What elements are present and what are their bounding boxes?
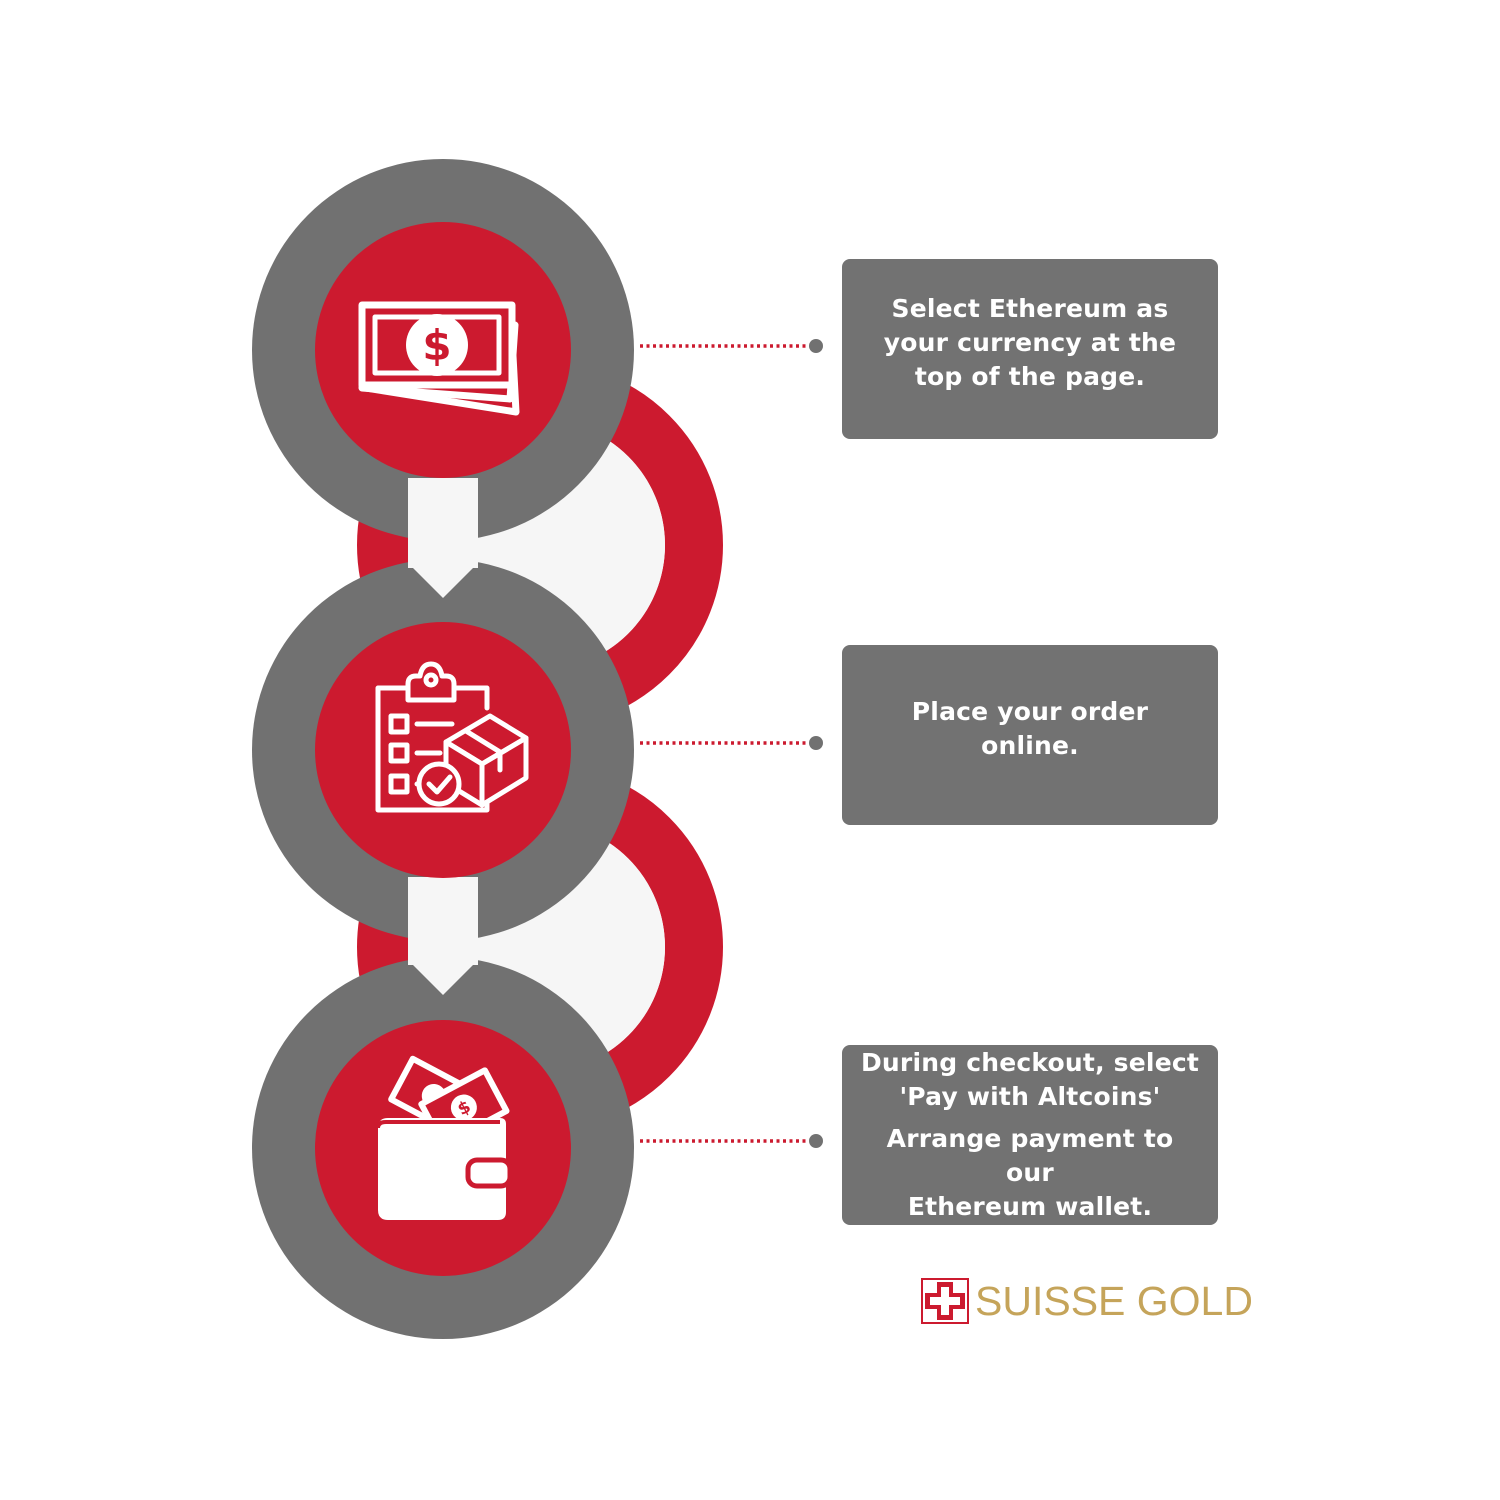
step-text-1: Select Ethereum as your currency at the … [884, 292, 1176, 394]
step-3-line-1: During checkout, select [860, 1048, 1200, 1077]
connector-dot-1 [809, 339, 823, 353]
step-2-line-1: Place your order [911, 697, 1149, 726]
step-box-1: Select Ethereum as your currency at the … [842, 259, 1218, 439]
swiss-cross-icon [921, 1278, 969, 1324]
step-box-3: During checkout, select 'Pay with Altcoi… [842, 1045, 1218, 1225]
step-1-line-3: top of the page. [914, 362, 1146, 391]
step-text-3: During checkout, select 'Pay with Altcoi… [860, 1046, 1200, 1224]
svg-text:$: $ [422, 321, 451, 370]
step-3-line-3: Arrange payment to our [886, 1124, 1174, 1187]
wallet-cash-icon: $ [376, 1055, 513, 1220]
money-bills-icon: $ [358, 301, 520, 416]
step-2-line-2: online. [981, 731, 1079, 760]
connector-dot-3 [809, 1134, 823, 1148]
step-text-2: Place your order online. [912, 695, 1148, 763]
connector-dot-2 [809, 736, 823, 750]
order-clipboard-box-icon [375, 661, 529, 813]
brand-name: SUISSE GOLD [975, 1278, 1253, 1324]
step-circle-inner-2 [315, 622, 571, 878]
arrow-down-1 [408, 478, 478, 598]
step-1-line-1: Select Ethereum as [891, 294, 1169, 323]
dotted-connectors [640, 339, 823, 1148]
step-1-line-2: your currency at the [883, 328, 1177, 357]
arrow-down-2 [408, 877, 478, 995]
step-3-line-4: Ethereum wallet. [907, 1192, 1153, 1221]
step-3-line-2: 'Pay with Altcoins' [899, 1082, 1161, 1111]
brand-logo: SUISSE GOLD [921, 1278, 1253, 1324]
step-box-2: Place your order online. [842, 645, 1218, 825]
